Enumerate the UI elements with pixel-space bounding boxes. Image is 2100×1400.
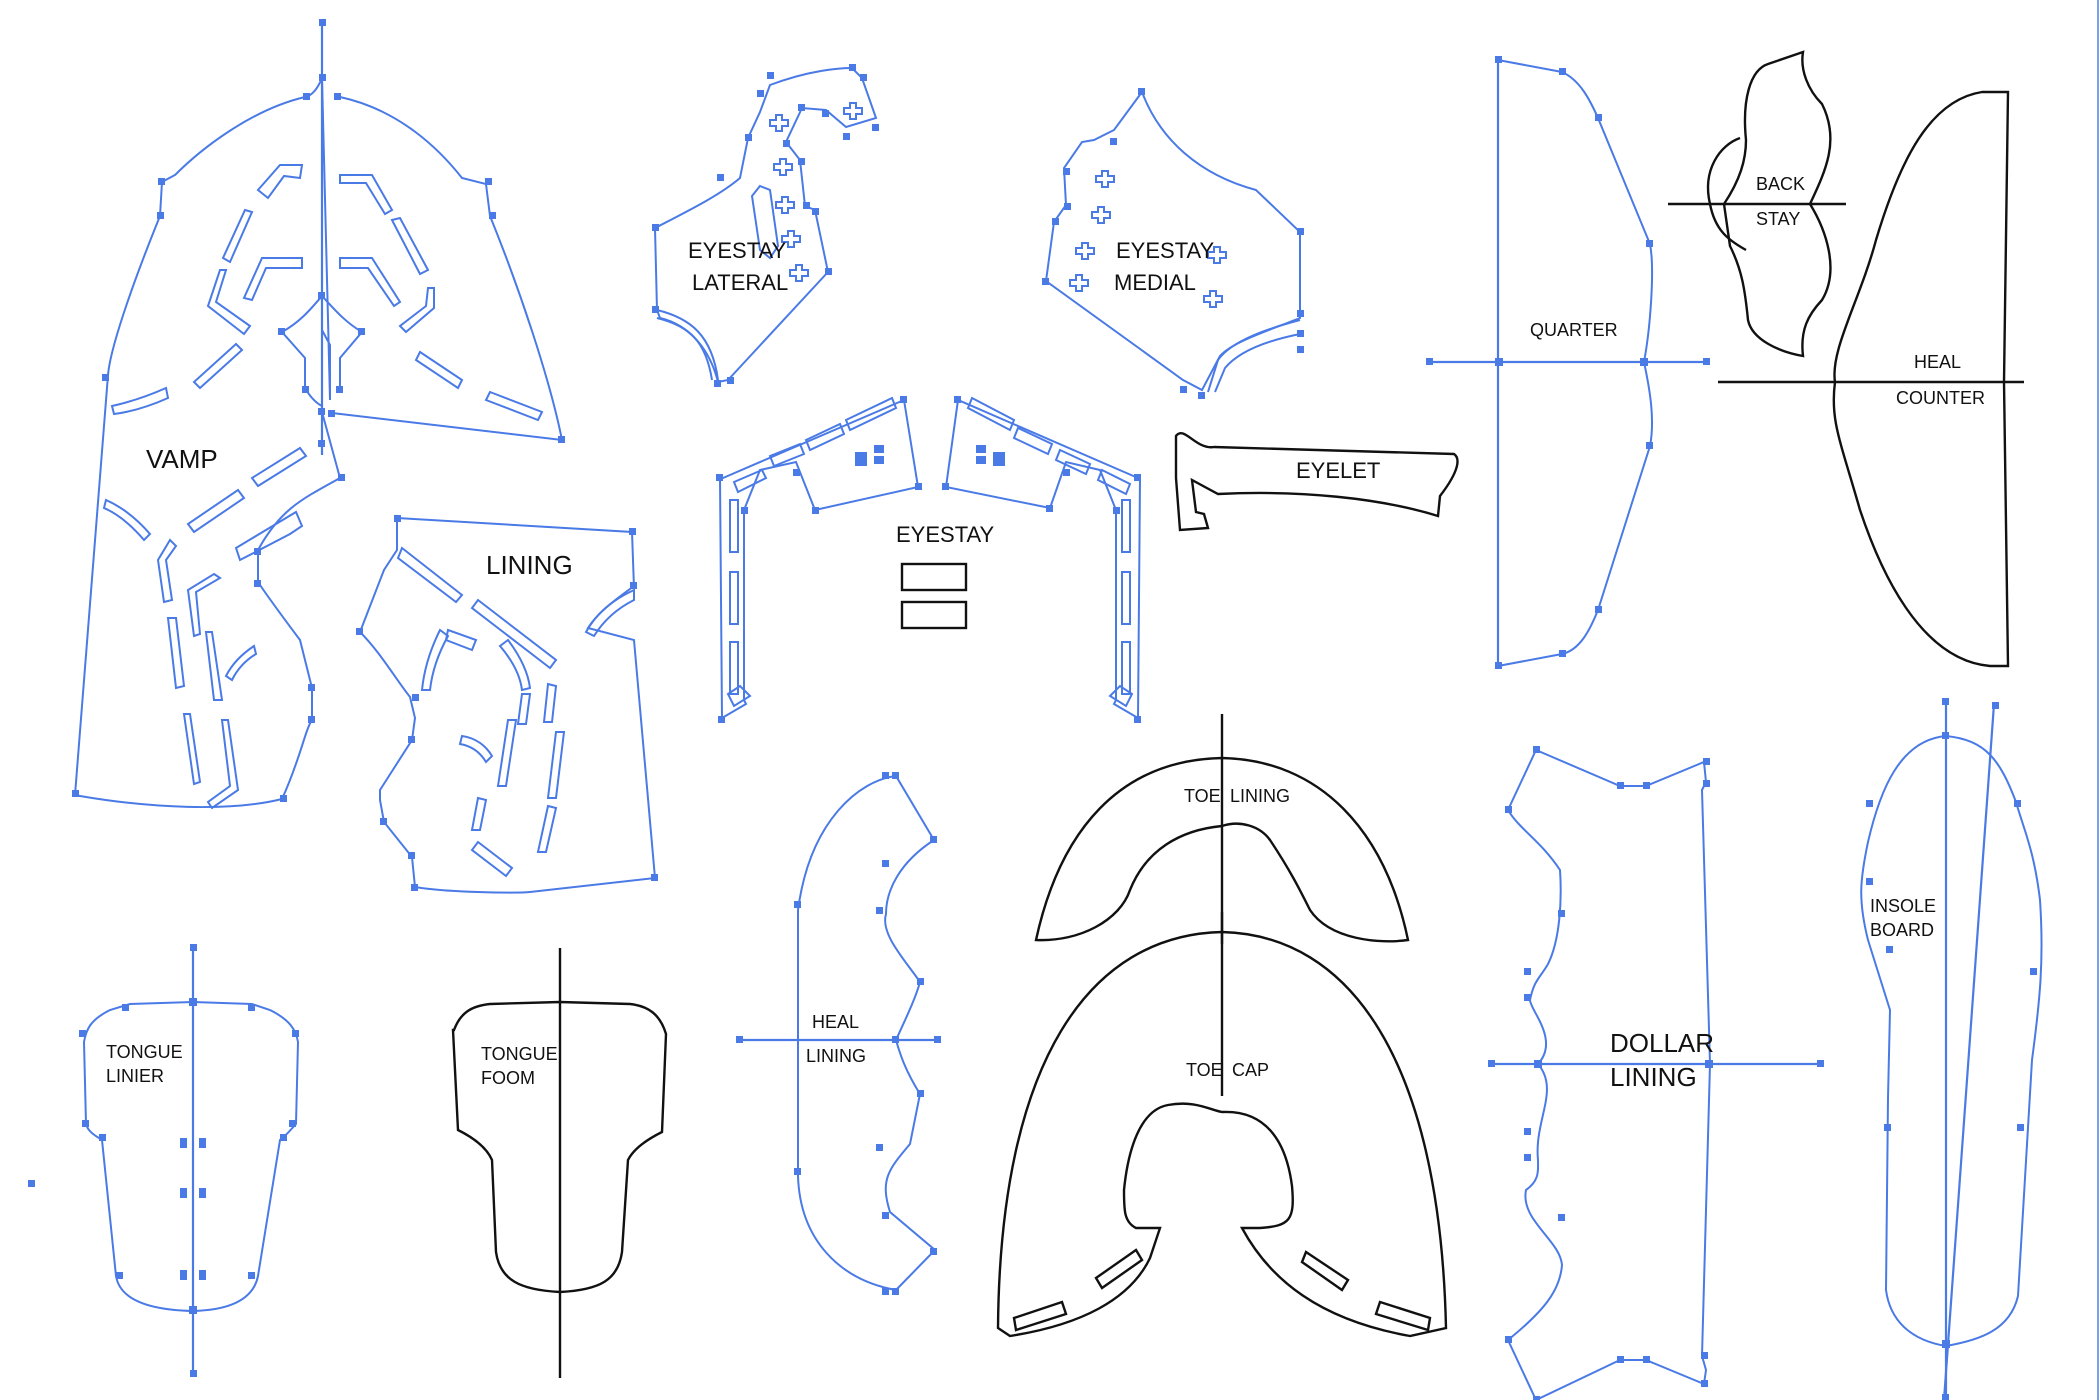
- heal-lining-outline: [797, 774, 937, 1292]
- insole-board-label-2: BOARD: [1870, 920, 1934, 940]
- eyestay-lateral-slot: [750, 184, 780, 260]
- tongue-foom-piece[interactable]: TONGUE FOOM: [451, 948, 668, 1378]
- vamp-label: VAMP: [146, 444, 218, 474]
- quarter-label: QUARTER: [1530, 320, 1618, 340]
- eyestay-medial-eyelets: [1069, 170, 1227, 308]
- tongue-linier-piece[interactable]: TONGUE LINIER: [28, 944, 300, 1377]
- vamp-piece[interactable]: VAMP: [72, 19, 565, 810]
- toe-lining-label-1: TOE: [1184, 786, 1221, 806]
- quarter-piece[interactable]: QUARTER: [1426, 56, 1710, 669]
- eyestay-medial-label-2: MEDIAL: [1114, 270, 1196, 295]
- insole-board-label-1: INSOLE: [1870, 896, 1936, 916]
- toe-cap-outline: [996, 930, 1448, 1338]
- eyestay-eyelet-marks: [855, 445, 1005, 466]
- lining-anchor-points: [356, 515, 658, 891]
- back-stay-flap: [1706, 136, 1747, 252]
- dollar-lining-anchor-points: [1488, 746, 1824, 1400]
- dollar-lining-label-1: DOLLAR: [1610, 1028, 1714, 1058]
- heal-lining-piece[interactable]: HEAL LINING: [736, 772, 941, 1295]
- lining-piece[interactable]: LINING: [356, 515, 658, 894]
- dollar-lining-outline: [1506, 748, 1712, 1400]
- eyestay-lateral-piece[interactable]: EYESTAY LATERAL: [652, 64, 879, 387]
- toe-cap-label-1: TOE: [1186, 1060, 1223, 1080]
- lining-label: LINING: [486, 550, 573, 580]
- eyestay-lateral-anchor-points: [652, 64, 879, 387]
- lining-slots: [396, 546, 635, 878]
- heal-lining-label-2: LINING: [806, 1046, 866, 1066]
- heal-counter-label-2: COUNTER: [1896, 388, 1985, 408]
- eyestay-anchor-points: [716, 396, 1141, 723]
- insole-board-piece[interactable]: INSOLE BOARD: [1860, 698, 2043, 1400]
- dollar-lining-piece[interactable]: DOLLAR LINING: [1488, 746, 1824, 1400]
- toe-cap-piece[interactable]: TOE CAP: [996, 912, 1448, 1338]
- eyestay-label: EYESTAY: [896, 522, 995, 547]
- toe-lining-outline: [1034, 756, 1410, 943]
- quarter-anchor-points: [1426, 56, 1710, 669]
- eyestay-lateral-outline: [653, 66, 878, 384]
- eyestay-medial-piece[interactable]: EYESTAY MEDIAL: [1042, 88, 1304, 399]
- dollar-lining-label-2: LINING: [1610, 1062, 1697, 1092]
- tongue-foom-outline: [451, 1000, 668, 1294]
- eyestay-lateral-label-2: LATERAL: [692, 270, 788, 295]
- artboard-right-edge: [2097, 0, 2099, 1400]
- eyelet-piece[interactable]: EYELET: [1174, 432, 1459, 532]
- tongue-linier-anchor-points: [28, 944, 299, 1377]
- eyestay-medial-anchor-points: [1042, 88, 1304, 399]
- eyestay-cut-box: [900, 600, 968, 630]
- vamp-slots: [102, 164, 544, 810]
- toe-cap-slots: [1012, 1248, 1432, 1332]
- vamp-outline: [73, 77, 342, 809]
- heal-lining-label-1: HEAL: [812, 1012, 859, 1032]
- heal-lining-anchor-points: [736, 772, 941, 1295]
- eyestay-medial-stitch: [1207, 319, 1301, 393]
- insole-board-angle-guide[interactable]: [1942, 703, 1996, 1400]
- back-stay-outline: [1722, 50, 1832, 358]
- back-stay-label-1: BACK: [1756, 174, 1805, 194]
- eyestay-left-outline: [718, 398, 920, 720]
- eyelet-label: EYELET: [1296, 458, 1380, 483]
- tongue-linier-label-1: TONGUE: [106, 1042, 183, 1062]
- eyestay-lateral-stitch: [656, 309, 719, 381]
- back-stay-piece[interactable]: BACK STAY: [1668, 50, 1846, 358]
- eyestay-lateral-eyelets: [769, 102, 863, 282]
- back-stay-label-2: STAY: [1756, 209, 1800, 229]
- insole-board-anchor-points: [1866, 698, 2037, 1400]
- toe-lining-piece[interactable]: TOE LINING: [1034, 714, 1410, 944]
- tongue-foom-label-1: TONGUE: [481, 1044, 558, 1064]
- heal-counter-piece[interactable]: HEAL COUNTER: [1718, 90, 2024, 668]
- tongue-linier-label-2: LINIER: [106, 1066, 164, 1086]
- eyestay-medial-label-1: EYESTAY: [1116, 238, 1215, 263]
- eyestay-lateral-label-1: EYESTAY: [688, 238, 787, 263]
- eyelet-outline: [1174, 432, 1459, 532]
- eyestay-slots: [726, 396, 1134, 708]
- toe-cap-label-2: CAP: [1232, 1060, 1269, 1080]
- heal-counter-label-1: HEAL: [1914, 352, 1961, 372]
- toe-lining-label-2: LINING: [1230, 786, 1290, 806]
- tongue-foom-label-2: FOOM: [481, 1068, 535, 1088]
- eyestay-cut-box: [900, 562, 968, 592]
- eyestay-right-outline: [944, 398, 1142, 720]
- vamp-anchor-points: [72, 19, 565, 802]
- insole-board-outline: [1860, 734, 2043, 1348]
- heal-counter-outline: [1832, 90, 2010, 668]
- eyestay-piece[interactable]: EYESTAY: [716, 396, 1142, 723]
